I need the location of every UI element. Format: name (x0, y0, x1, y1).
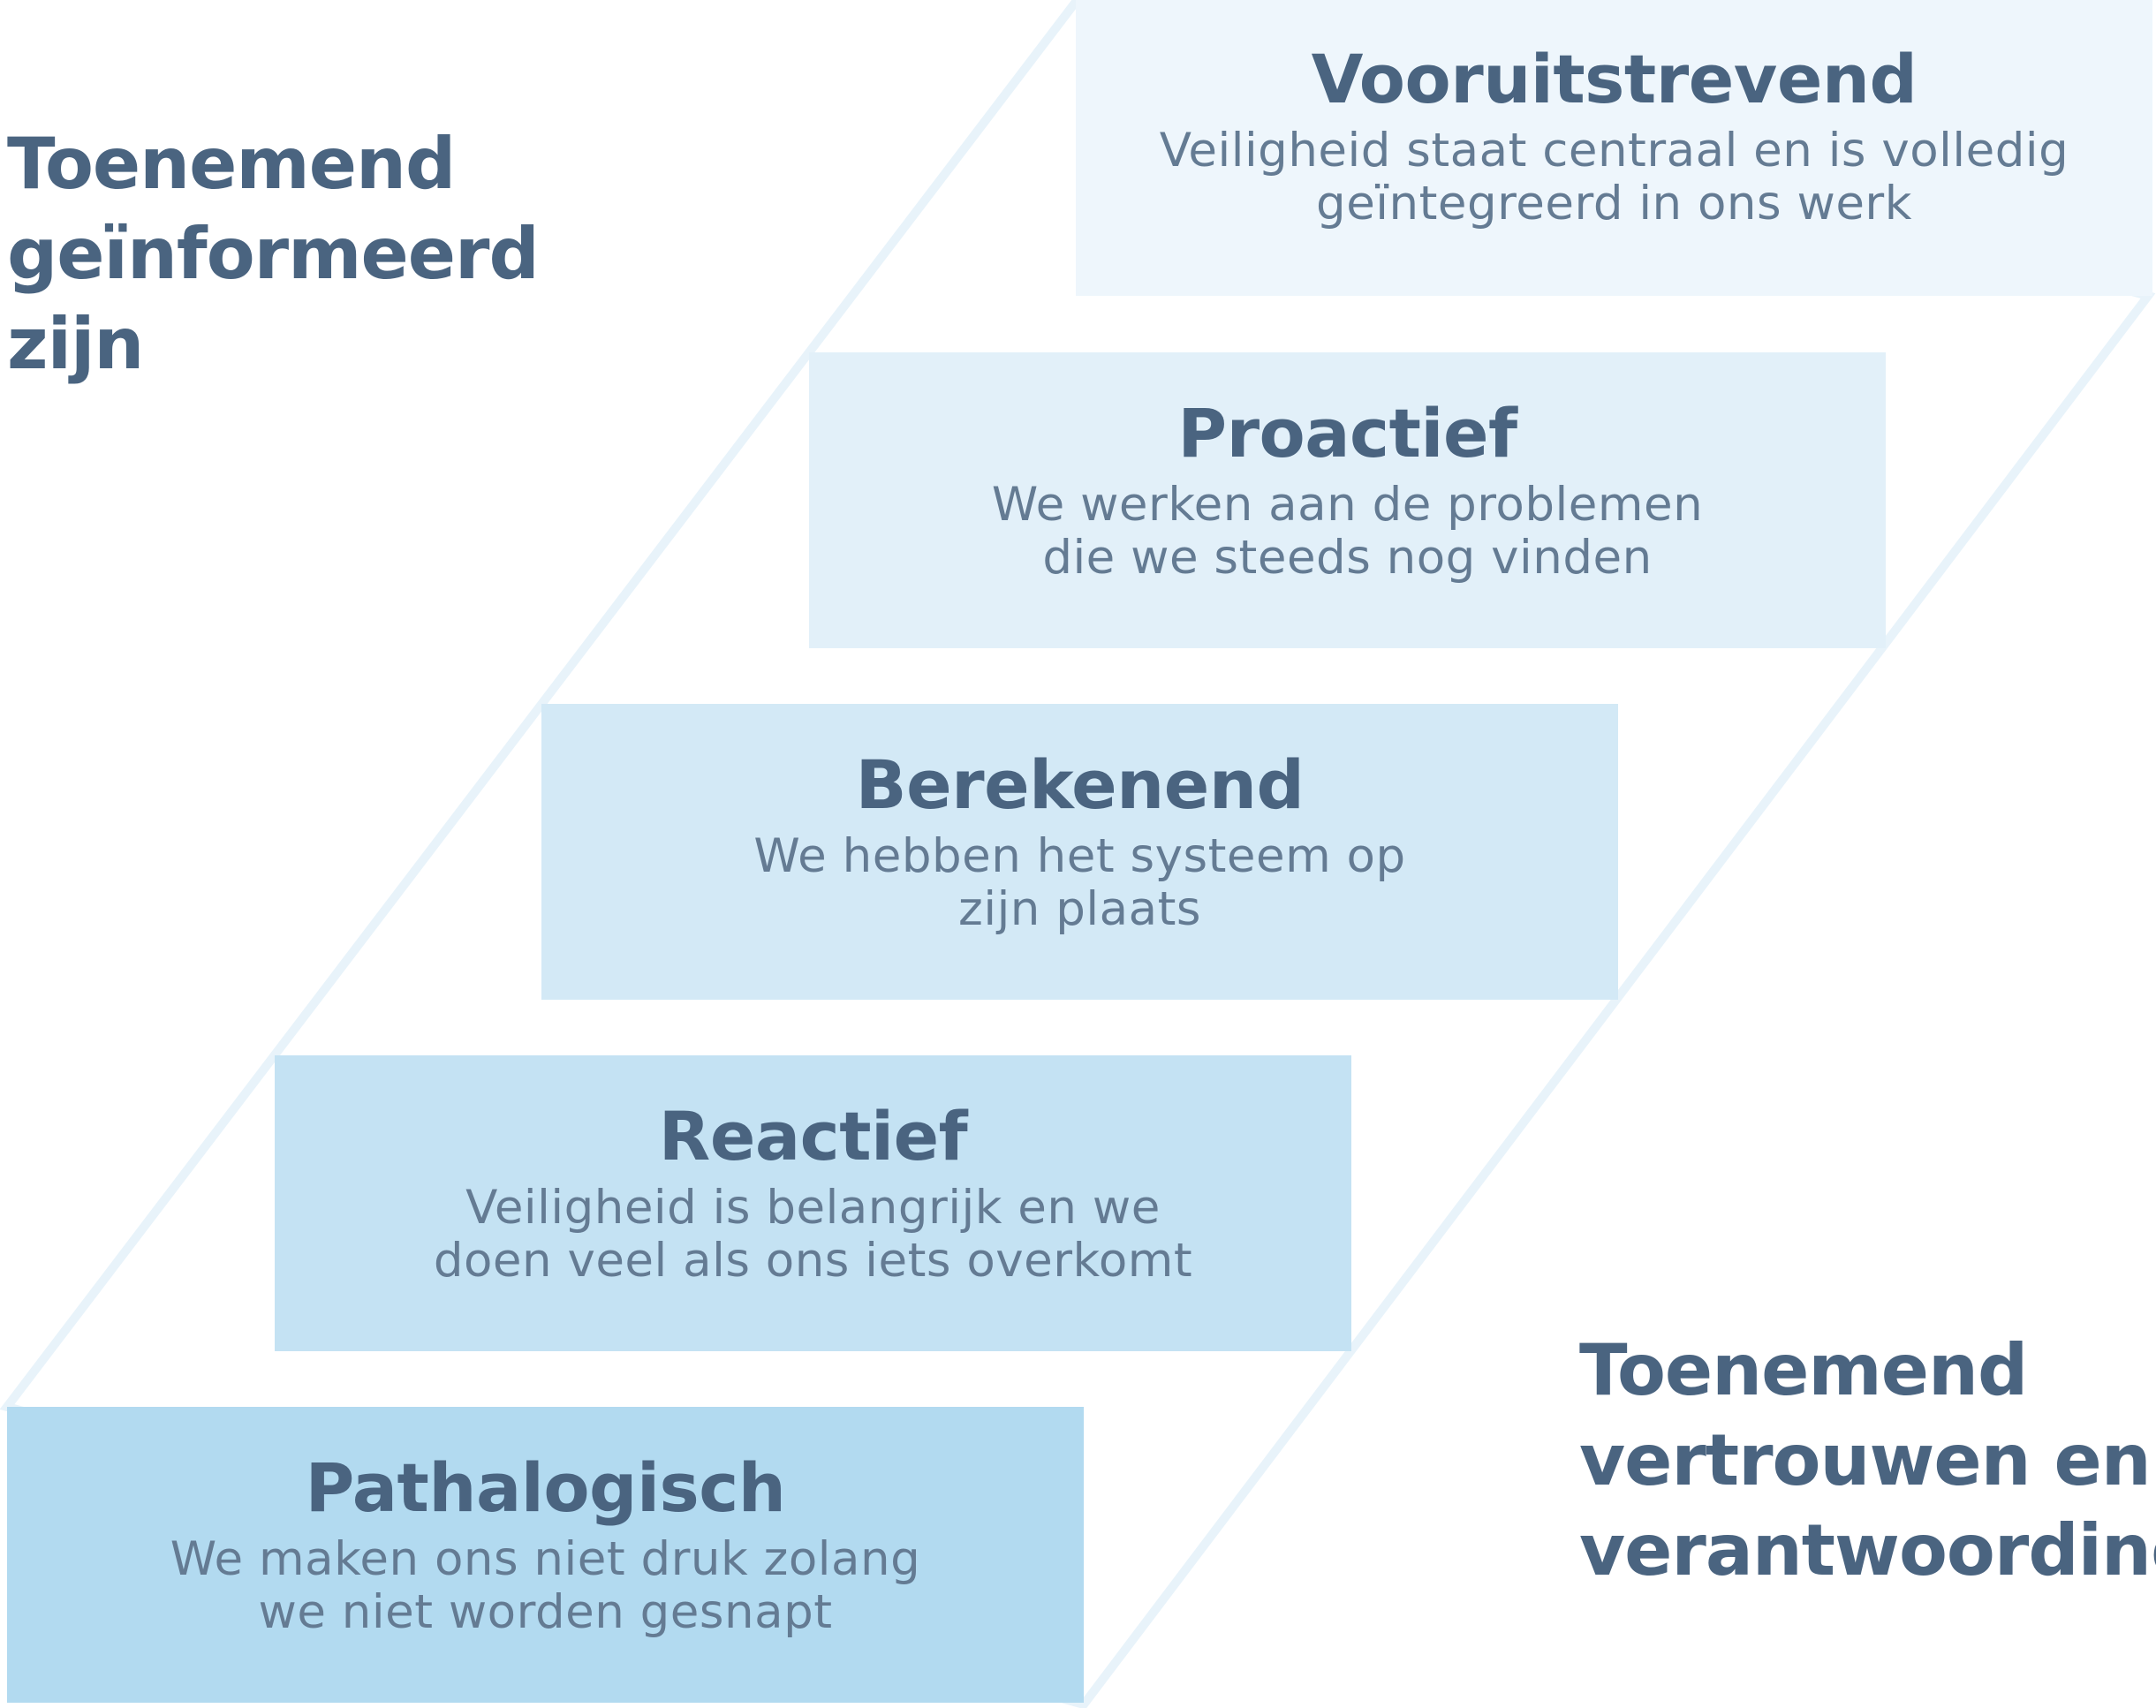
step-description-line: we niet worden gesnapt (258, 1585, 833, 1639)
right-axis-label: Toenemend vertrouwen en verantwoording (1579, 1326, 2156, 1596)
step-vooruitstrevend: Vooruitstrevend Veiligheid staat centraa… (1076, 0, 2152, 296)
step-description: We hebben het systeem op zijn plaats (753, 830, 1405, 936)
left-axis-label-line-3: zijn (7, 303, 144, 385)
step-berekenend: Berekenend We hebben het systeem op zijn… (541, 704, 1618, 1000)
step-description-line: We hebben het systeem op (753, 829, 1406, 883)
step-description: Veiligheid staat centraal en is volledig… (1160, 125, 2069, 231)
step-description: We maken ons niet druk zolang we niet wo… (170, 1533, 920, 1639)
step-proactief: Proactief We werken aan de problemen die… (809, 352, 1886, 648)
right-axis-label-line-3: verantwoording (1579, 1509, 2156, 1591)
right-axis-label-line-1: Toenemend (1579, 1329, 2028, 1411)
left-axis-label-line-2: geïnformeerd (7, 213, 540, 295)
step-title: Reactief (658, 1097, 968, 1175)
step-description-line: We maken ons niet druk zolang (170, 1532, 921, 1586)
step-title: Berekenend (855, 745, 1305, 824)
step-title: Vooruitstrevend (1311, 40, 1918, 118)
step-title: Pathalogisch (305, 1448, 786, 1527)
step-description: We werken aan de problemen die we steeds… (992, 479, 1703, 585)
step-description-line: Veiligheid staat centraal en is volledig (1159, 124, 2069, 178)
step-description-line: geïntegreerd in ons werk (1316, 177, 1912, 231)
step-description: Veiligheid is belangrijk en we doen veel… (434, 1182, 1192, 1288)
step-description-line: die we steeds nog vinden (1042, 531, 1653, 585)
left-axis-label-line-1: Toenemend (7, 123, 456, 205)
step-description-line: We werken aan de problemen (991, 478, 1704, 532)
right-axis-label-line-2: vertrouwen en (1579, 1419, 2152, 1501)
step-description-line: doen veel als ons iets overkomt (433, 1234, 1193, 1288)
step-pathalogisch: Pathalogisch We maken ons niet druk zola… (7, 1407, 1084, 1703)
step-description-line: Veiligheid is belangrijk en we (465, 1181, 1161, 1235)
step-reactief: Reactief Veiligheid is belangrijk en we … (275, 1055, 1351, 1351)
left-axis-label: Toenemend geïnformeerd zijn (7, 119, 540, 389)
step-title: Proactief (1177, 394, 1517, 472)
step-description-line: zijn plaats (958, 882, 1201, 936)
